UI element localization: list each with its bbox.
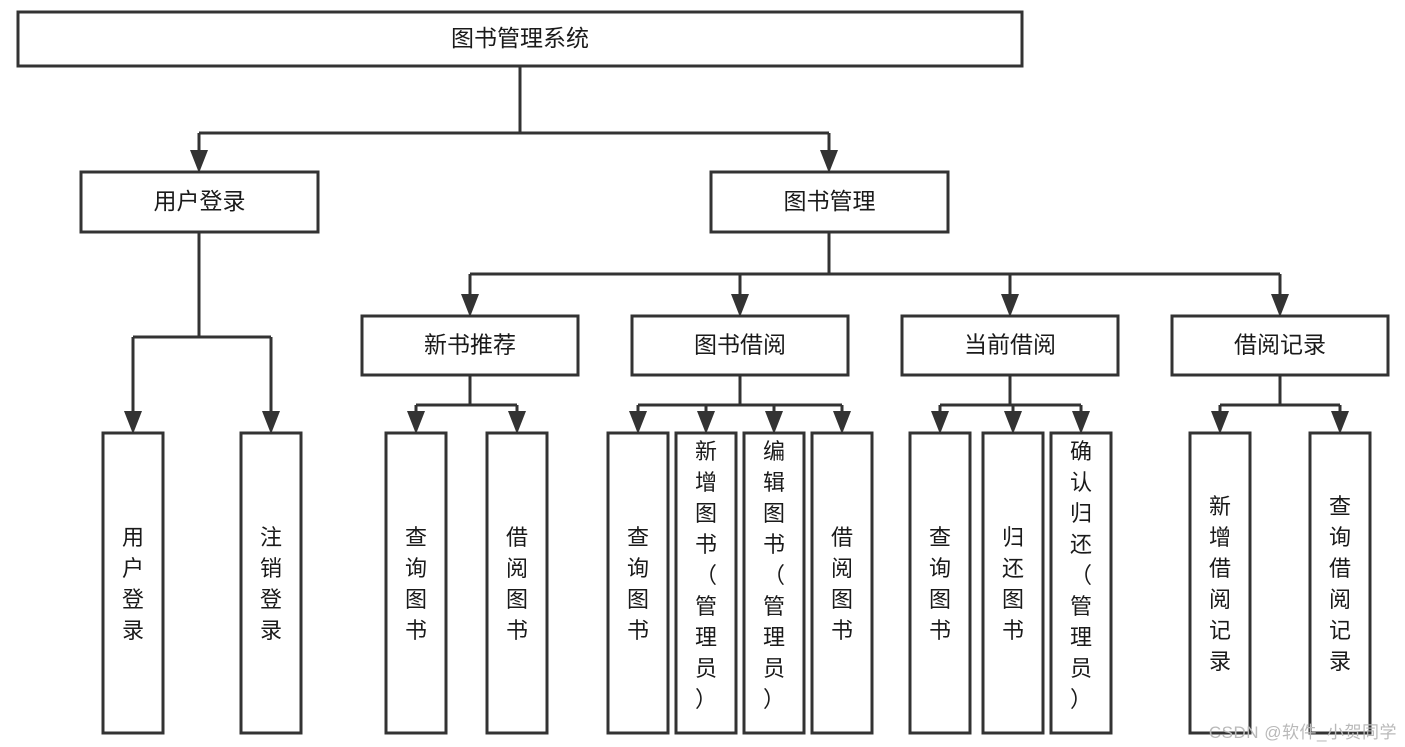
arrow-head-icon: [931, 411, 949, 434]
node-label: 图书管理: [784, 188, 876, 214]
arrow-head-icon: [407, 411, 425, 434]
arrow-head-icon: [1271, 294, 1289, 317]
leaf-node-leaf-logout[interactable]: 注销登录: [239, 431, 303, 735]
node-rect[interactable]: [630, 314, 850, 377]
node-label: 图书借阅: [694, 332, 786, 358]
node-label: 借阅图书: [831, 525, 853, 643]
node-rect[interactable]: [810, 431, 874, 735]
node-label: 查询图书: [405, 525, 427, 643]
node-rect[interactable]: [1188, 431, 1252, 735]
connector-group: [190, 66, 838, 173]
node-label: 新增图书（管理员）: [695, 439, 717, 712]
arrow-head-icon: [190, 150, 208, 173]
arrow-head-icon: [461, 294, 479, 317]
connector-group: [461, 232, 1289, 317]
node-label: 新增借阅记录: [1209, 494, 1231, 674]
node-rect[interactable]: [742, 431, 806, 735]
leaf-node-leaf-query-book-2[interactable]: 查询图书: [606, 431, 670, 735]
node-rect[interactable]: [1170, 314, 1390, 377]
arrow-head-icon: [820, 150, 838, 173]
leaf-node-leaf-query-record[interactable]: 查询借阅记录: [1308, 431, 1372, 735]
node-label: 归还图书: [1002, 525, 1024, 643]
node-label: 借阅图书: [506, 525, 528, 643]
branch-node-book-management[interactable]: 图书管理: [709, 170, 950, 234]
node-rect[interactable]: [101, 431, 165, 735]
connector-group: [124, 232, 280, 434]
leaf-node-leaf-return-book[interactable]: 归还图书: [981, 431, 1045, 735]
node-rect[interactable]: [16, 10, 1024, 68]
node-rect[interactable]: [900, 314, 1120, 377]
connector-layer: [124, 66, 1349, 434]
csdn-watermark: CSDN @软件_小贺同学: [1208, 723, 1397, 742]
node-rect[interactable]: [606, 431, 670, 735]
node-label: 注销登录: [260, 525, 282, 643]
branch-node-new-book-rec[interactable]: 新书推荐: [360, 314, 580, 377]
leaf-node-leaf-borrow-book-1[interactable]: 借阅图书: [485, 431, 549, 735]
node-rect[interactable]: [384, 431, 448, 735]
leaf-node-leaf-add-book[interactable]: 新增图书（管理员）: [674, 431, 738, 735]
arrow-head-icon: [1072, 411, 1090, 434]
arrow-head-icon: [697, 411, 715, 434]
branch-node-user-login[interactable]: 用户登录: [79, 170, 320, 234]
connector-group: [931, 375, 1090, 434]
node-rect[interactable]: [674, 431, 738, 735]
branch-node-current-borrow[interactable]: 当前借阅: [900, 314, 1120, 377]
node-label: 查询图书: [627, 525, 649, 643]
arrow-head-icon: [1004, 411, 1022, 434]
connector-group: [629, 375, 851, 434]
node-label: 查询图书: [929, 525, 951, 643]
node-rect[interactable]: [709, 170, 950, 234]
node-rect[interactable]: [981, 431, 1045, 735]
node-rect[interactable]: [908, 431, 972, 735]
connector-group: [1211, 375, 1349, 434]
node-label: 借阅记录: [1234, 332, 1326, 358]
node-label: 用户登录: [154, 188, 246, 214]
node-rect[interactable]: [1049, 431, 1113, 735]
leaf-node-leaf-edit-book[interactable]: 编辑图书（管理员）: [742, 431, 806, 735]
arrow-head-icon: [1331, 411, 1349, 434]
arrow-head-icon: [765, 411, 783, 434]
arrow-head-icon: [629, 411, 647, 434]
branch-node-book-borrow[interactable]: 图书借阅: [630, 314, 850, 377]
arrow-head-icon: [1211, 411, 1229, 434]
arrow-head-icon: [1001, 294, 1019, 317]
root-node-root[interactable]: 图书管理系统: [16, 10, 1024, 68]
arrow-head-icon: [124, 411, 142, 434]
node-rect[interactable]: [239, 431, 303, 735]
arrow-head-icon: [833, 411, 851, 434]
leaf-node-leaf-add-record[interactable]: 新增借阅记录: [1188, 431, 1252, 735]
arrow-head-icon: [262, 411, 280, 434]
node-label: 用户登录: [122, 525, 144, 643]
leaf-node-leaf-query-book-1[interactable]: 查询图书: [384, 431, 448, 735]
node-layer: 图书管理系统用户登录图书管理新书推荐图书借阅当前借阅借阅记录用户登录注销登录查询…: [16, 10, 1390, 735]
leaf-node-leaf-user-login[interactable]: 用户登录: [101, 431, 165, 735]
node-label: 查询借阅记录: [1329, 494, 1351, 674]
leaf-node-leaf-query-book-3[interactable]: 查询图书: [908, 431, 972, 735]
connector-group: [407, 375, 526, 434]
arrow-head-icon: [731, 294, 749, 317]
node-label: 新书推荐: [424, 332, 516, 358]
node-label: 编辑图书（管理员）: [763, 439, 785, 712]
leaf-node-leaf-borrow-book-2[interactable]: 借阅图书: [810, 431, 874, 735]
leaf-node-leaf-confirm-return[interactable]: 确认归还（管理员）: [1049, 431, 1113, 735]
node-rect[interactable]: [1308, 431, 1372, 735]
node-rect[interactable]: [485, 431, 549, 735]
node-label: 当前借阅: [964, 332, 1056, 358]
node-label: 确认归还（管理员）: [1070, 439, 1092, 712]
node-rect[interactable]: [360, 314, 580, 377]
branch-node-borrow-record[interactable]: 借阅记录: [1170, 314, 1390, 377]
node-label: 图书管理系统: [451, 25, 589, 51]
arrow-head-icon: [508, 411, 526, 434]
node-rect[interactable]: [79, 170, 320, 234]
